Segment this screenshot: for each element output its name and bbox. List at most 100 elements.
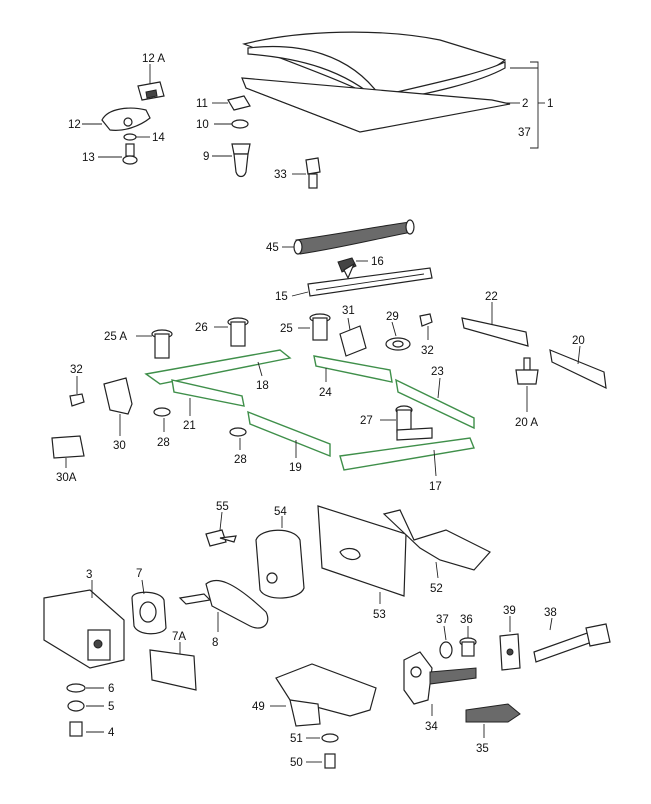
washer-28-low <box>229 427 247 450</box>
washer-5 <box>67 700 104 712</box>
callout-6: 6 <box>108 683 114 695</box>
roof-callout-bracket <box>505 61 545 149</box>
bolt-33 <box>292 157 321 189</box>
callout-11: 11 <box>196 98 208 110</box>
washer-37 <box>439 625 453 659</box>
plate-39 <box>499 616 521 671</box>
callout-2: 2 <box>522 98 528 110</box>
screw-50 <box>306 753 336 769</box>
base-49 <box>270 663 377 727</box>
callout-28-top: 28 <box>157 437 170 449</box>
bracket-27 <box>380 405 433 441</box>
callout-5: 5 <box>108 701 114 713</box>
panel-53 <box>317 505 407 604</box>
lock-3 <box>43 580 125 669</box>
pin-25a <box>136 329 173 359</box>
callout-32-left: 32 <box>70 364 83 376</box>
linkage-21 <box>171 379 245 416</box>
callout-16: 16 <box>371 256 384 268</box>
callout-17: 17 <box>429 481 442 493</box>
washer-6 <box>66 683 104 693</box>
bracket-34 <box>403 651 477 716</box>
bracket-30 <box>103 377 133 436</box>
cover-54 <box>255 516 305 599</box>
callout-20: 20 <box>572 335 585 347</box>
callout-52: 52 <box>430 583 443 595</box>
linkage-19 <box>247 410 331 458</box>
bracket-52 <box>382 509 491 579</box>
lever-12 <box>82 107 151 131</box>
plate-7a <box>149 642 197 691</box>
screw-32-left <box>69 376 85 407</box>
clip-12a <box>137 64 165 101</box>
screw-32-top <box>419 313 433 340</box>
callout-36: 36 <box>460 614 473 626</box>
callout-37: 37 <box>518 127 531 139</box>
callout-33: 33 <box>274 169 287 181</box>
screw-13 <box>98 143 138 165</box>
callout-50: 50 <box>290 757 303 769</box>
callout-26: 26 <box>195 322 208 334</box>
bracket-7 <box>131 579 167 635</box>
callout-7a: 7A <box>172 631 186 643</box>
callout-7: 7 <box>136 568 142 580</box>
callout-39: 39 <box>503 605 516 617</box>
screw-16 <box>337 257 368 280</box>
callout-13: 13 <box>82 152 95 164</box>
linkage-23 <box>395 377 475 430</box>
callout-20a: 20 A <box>515 417 538 429</box>
callout-3: 3 <box>86 569 92 581</box>
callout-1: 1 <box>547 98 553 110</box>
callout-14: 14 <box>152 132 165 144</box>
rail-22 <box>461 302 529 347</box>
callout-15: 15 <box>275 291 288 303</box>
callout-34: 34 <box>425 721 438 733</box>
callout-22: 22 <box>485 291 498 303</box>
callout-49: 49 <box>252 701 265 713</box>
seal-45 <box>282 219 415 255</box>
bracket-30a <box>51 435 85 468</box>
bolt-36 <box>459 626 477 657</box>
screw-55 <box>205 511 237 547</box>
callout-12: 12 <box>68 119 81 131</box>
shaft-38 <box>533 617 611 663</box>
washer-51 <box>306 733 339 743</box>
callout-54: 54 <box>274 506 287 518</box>
pin-26 <box>214 317 249 347</box>
linkage-24 <box>313 355 393 383</box>
callout-24: 24 <box>319 387 332 399</box>
rail-20 <box>549 345 607 390</box>
callout-55: 55 <box>216 501 229 513</box>
rail-15 <box>291 267 433 297</box>
callout-38: 38 <box>544 607 557 619</box>
callout-18: 18 <box>256 380 269 392</box>
stud-20a <box>515 357 539 412</box>
callout-23: 23 <box>431 366 444 378</box>
callout-37-lower: 37 <box>436 614 449 626</box>
callout-28-low: 28 <box>234 454 247 466</box>
bushing-29 <box>385 321 411 351</box>
callout-27: 27 <box>360 415 373 427</box>
callout-25a: 25 A <box>104 331 127 343</box>
callout-12a: 12 A <box>142 53 165 65</box>
linkage-17 <box>339 437 475 477</box>
nut-11 <box>212 95 251 111</box>
callout-30a: 30A <box>56 472 77 484</box>
callout-35: 35 <box>476 743 489 755</box>
pin-9 <box>212 143 251 178</box>
washer-10 <box>214 119 249 129</box>
grip-35 <box>465 703 521 738</box>
callout-53: 53 <box>373 609 386 621</box>
callout-32-top: 32 <box>421 345 434 357</box>
callout-51: 51 <box>290 733 303 745</box>
screw-4 <box>69 721 104 737</box>
callout-29: 29 <box>386 311 399 323</box>
pin-25 <box>298 313 331 341</box>
callout-31: 31 <box>342 305 355 317</box>
callout-45: 45 <box>266 242 279 254</box>
callout-8: 8 <box>212 637 218 649</box>
washer-28-top <box>153 407 171 432</box>
roof-panel <box>241 31 511 133</box>
callout-21: 21 <box>183 420 196 432</box>
